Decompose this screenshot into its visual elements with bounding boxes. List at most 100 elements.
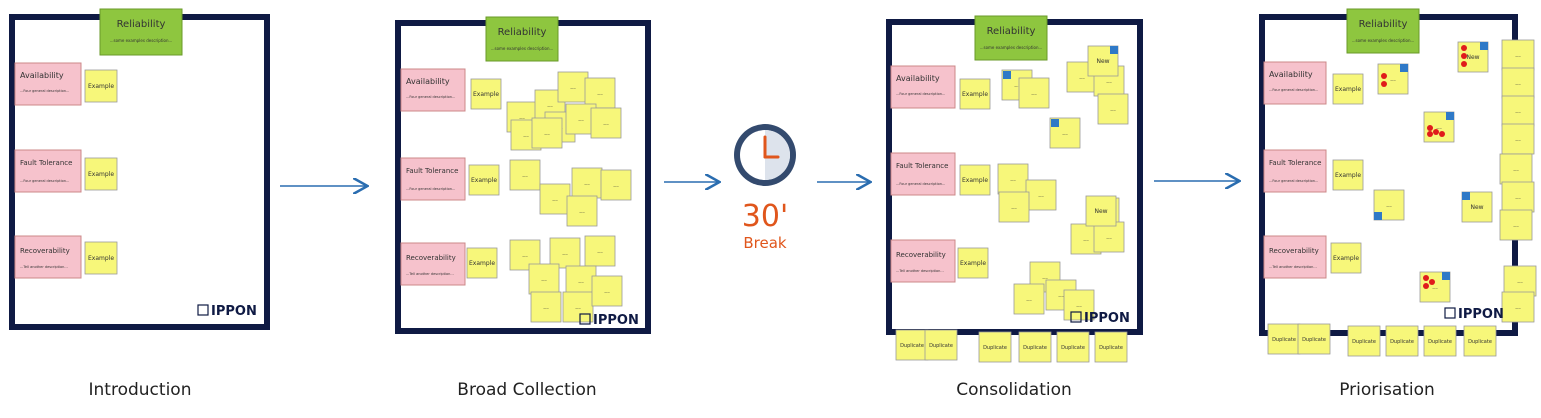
sticky-note: ... — [1501, 39, 1535, 71]
svg-text:...: ... — [1515, 136, 1521, 143]
duplicate-sticky: Duplicate — [924, 329, 958, 361]
sticky-note: ... — [997, 163, 1029, 195]
sticky-note: ... — [1499, 153, 1533, 185]
sticky-note: ... — [571, 167, 603, 199]
duplicate-sticky: Duplicate — [895, 329, 929, 361]
svg-text:...: ... — [1079, 74, 1085, 81]
sticky-note: ... — [1377, 63, 1409, 95]
sticky-note: ... — [1501, 291, 1535, 323]
sticky-note: ... — [557, 71, 589, 103]
svg-text:...: ... — [1058, 292, 1064, 299]
svg-text:Example: Example — [88, 171, 114, 178]
svg-text:New: New — [1096, 58, 1109, 65]
svg-text:...: ... — [1038, 192, 1044, 199]
sticky-note: ... — [591, 275, 623, 307]
header-sticky-reliability: Reliability ...some examples description… — [485, 16, 559, 62]
svg-text:Example: Example — [962, 91, 988, 98]
consolidated-stickies: ........................................… — [895, 45, 1129, 363]
svg-text:...: ... — [543, 304, 549, 311]
sticky-note: ... — [584, 77, 616, 109]
example-sticky: Example — [1330, 242, 1362, 274]
svg-text:Fault Tolerance: Fault Tolerance — [896, 162, 948, 170]
category-availability: Availability ...Four general description… — [400, 68, 466, 112]
svg-text:Example: Example — [471, 177, 497, 184]
svg-text:...: ... — [1106, 78, 1112, 85]
example-sticky: Example — [959, 78, 991, 110]
category-recoverability: Recoverability ...Tell another descripti… — [14, 235, 82, 279]
svg-text:...: ... — [562, 250, 568, 257]
svg-text:Example: Example — [1335, 86, 1361, 93]
svg-text:...: ... — [570, 84, 576, 91]
duplicate-sticky: Duplicate — [1094, 331, 1128, 363]
svg-text:...: ... — [1436, 124, 1442, 131]
example-sticky: Example — [957, 247, 989, 279]
duplicate-sticky: Duplicate — [1267, 323, 1301, 355]
sticky-note: ... — [600, 169, 632, 201]
svg-text:...: ... — [597, 248, 603, 255]
break-label: Break — [743, 234, 787, 252]
svg-text:Duplicate: Duplicate — [929, 343, 953, 349]
svg-text:...: ... — [1062, 130, 1068, 137]
svg-text:Example: Example — [473, 91, 499, 98]
stage-caption: Broad Collection — [457, 380, 596, 400]
blue-tag-icon — [1462, 192, 1470, 200]
prioritised-stickies: .........New...New......................… — [1267, 39, 1537, 357]
svg-text:...: ... — [552, 196, 558, 203]
break-indicator: 30' Break — [734, 124, 796, 252]
example-sticky: Example — [466, 247, 498, 279]
sticky-note: ... — [1503, 265, 1537, 297]
svg-text:Duplicate: Duplicate — [1428, 339, 1452, 345]
svg-text:Recoverability: Recoverability — [20, 247, 70, 255]
svg-text:Example: Example — [962, 177, 988, 184]
svg-text:...Four general description...: ...Four general description... — [406, 95, 455, 99]
vote-dot-icon — [1461, 45, 1467, 51]
svg-text:Reliability: Reliability — [498, 27, 547, 38]
example-sticky: Example — [84, 157, 118, 191]
sticky-note: ... — [998, 191, 1030, 223]
vote-dot-icon — [1423, 283, 1429, 289]
svg-text:...: ... — [578, 116, 584, 123]
duplicate-sticky: Duplicate — [1297, 323, 1331, 355]
svg-text:...Four general description...: ...Four general description... — [1269, 88, 1318, 92]
svg-text:Reliability: Reliability — [1359, 19, 1408, 30]
ippon-logo: IPPON — [197, 304, 257, 319]
sticky-note: New — [1461, 191, 1493, 223]
sticky-note: ... — [1063, 289, 1095, 321]
category-availability: Availability ...Four general description… — [14, 62, 82, 106]
svg-text:Duplicate: Duplicate — [1061, 345, 1085, 351]
svg-text:...: ... — [1083, 236, 1089, 243]
svg-text:Example: Example — [1335, 172, 1361, 179]
stage-consolidation: Reliability ...some examples description… — [886, 15, 1143, 400]
svg-text:Availability: Availability — [20, 71, 64, 80]
svg-text:Availability: Availability — [1269, 70, 1313, 79]
ippon-logo: IPPON — [1070, 311, 1130, 326]
svg-text:Example: Example — [1333, 255, 1359, 262]
svg-text:...: ... — [578, 278, 584, 285]
sticky-note: ... — [1419, 271, 1451, 303]
sticky-note: ... — [1501, 67, 1535, 99]
svg-text:New: New — [1466, 54, 1479, 61]
svg-text:...: ... — [1011, 204, 1017, 211]
blue-tag-icon — [1480, 42, 1488, 50]
svg-text:...: ... — [1515, 80, 1521, 87]
svg-text:New: New — [1470, 204, 1483, 211]
header-sticky-reliability: Reliability ...some examples description… — [1346, 8, 1420, 54]
svg-text:Duplicate: Duplicate — [1390, 339, 1414, 345]
svg-text:...: ... — [1515, 304, 1521, 311]
category-fault-tolerance: Fault Tolerance ...Four general descript… — [1263, 149, 1327, 193]
svg-text:...: ... — [1432, 284, 1438, 291]
category-recoverability: Recoverability ...Tell another descripti… — [1263, 235, 1327, 279]
svg-text:...some examples description..: ...some examples description... — [980, 45, 1043, 50]
example-sticky: Example — [84, 241, 118, 275]
svg-text:...: ... — [1386, 202, 1392, 209]
sticky-note: ... — [1093, 221, 1125, 253]
vote-dot-icon — [1381, 73, 1387, 79]
stage-priorisation: Reliability ...some examples description… — [1259, 8, 1537, 400]
svg-text:...: ... — [519, 114, 525, 121]
vote-dot-icon — [1439, 131, 1445, 137]
duplicate-sticky: Duplicate — [1463, 325, 1497, 357]
duplicate-sticky: Duplicate — [978, 331, 1012, 363]
svg-text:Recoverability: Recoverability — [406, 254, 456, 262]
sticky-note: New — [1085, 195, 1117, 227]
